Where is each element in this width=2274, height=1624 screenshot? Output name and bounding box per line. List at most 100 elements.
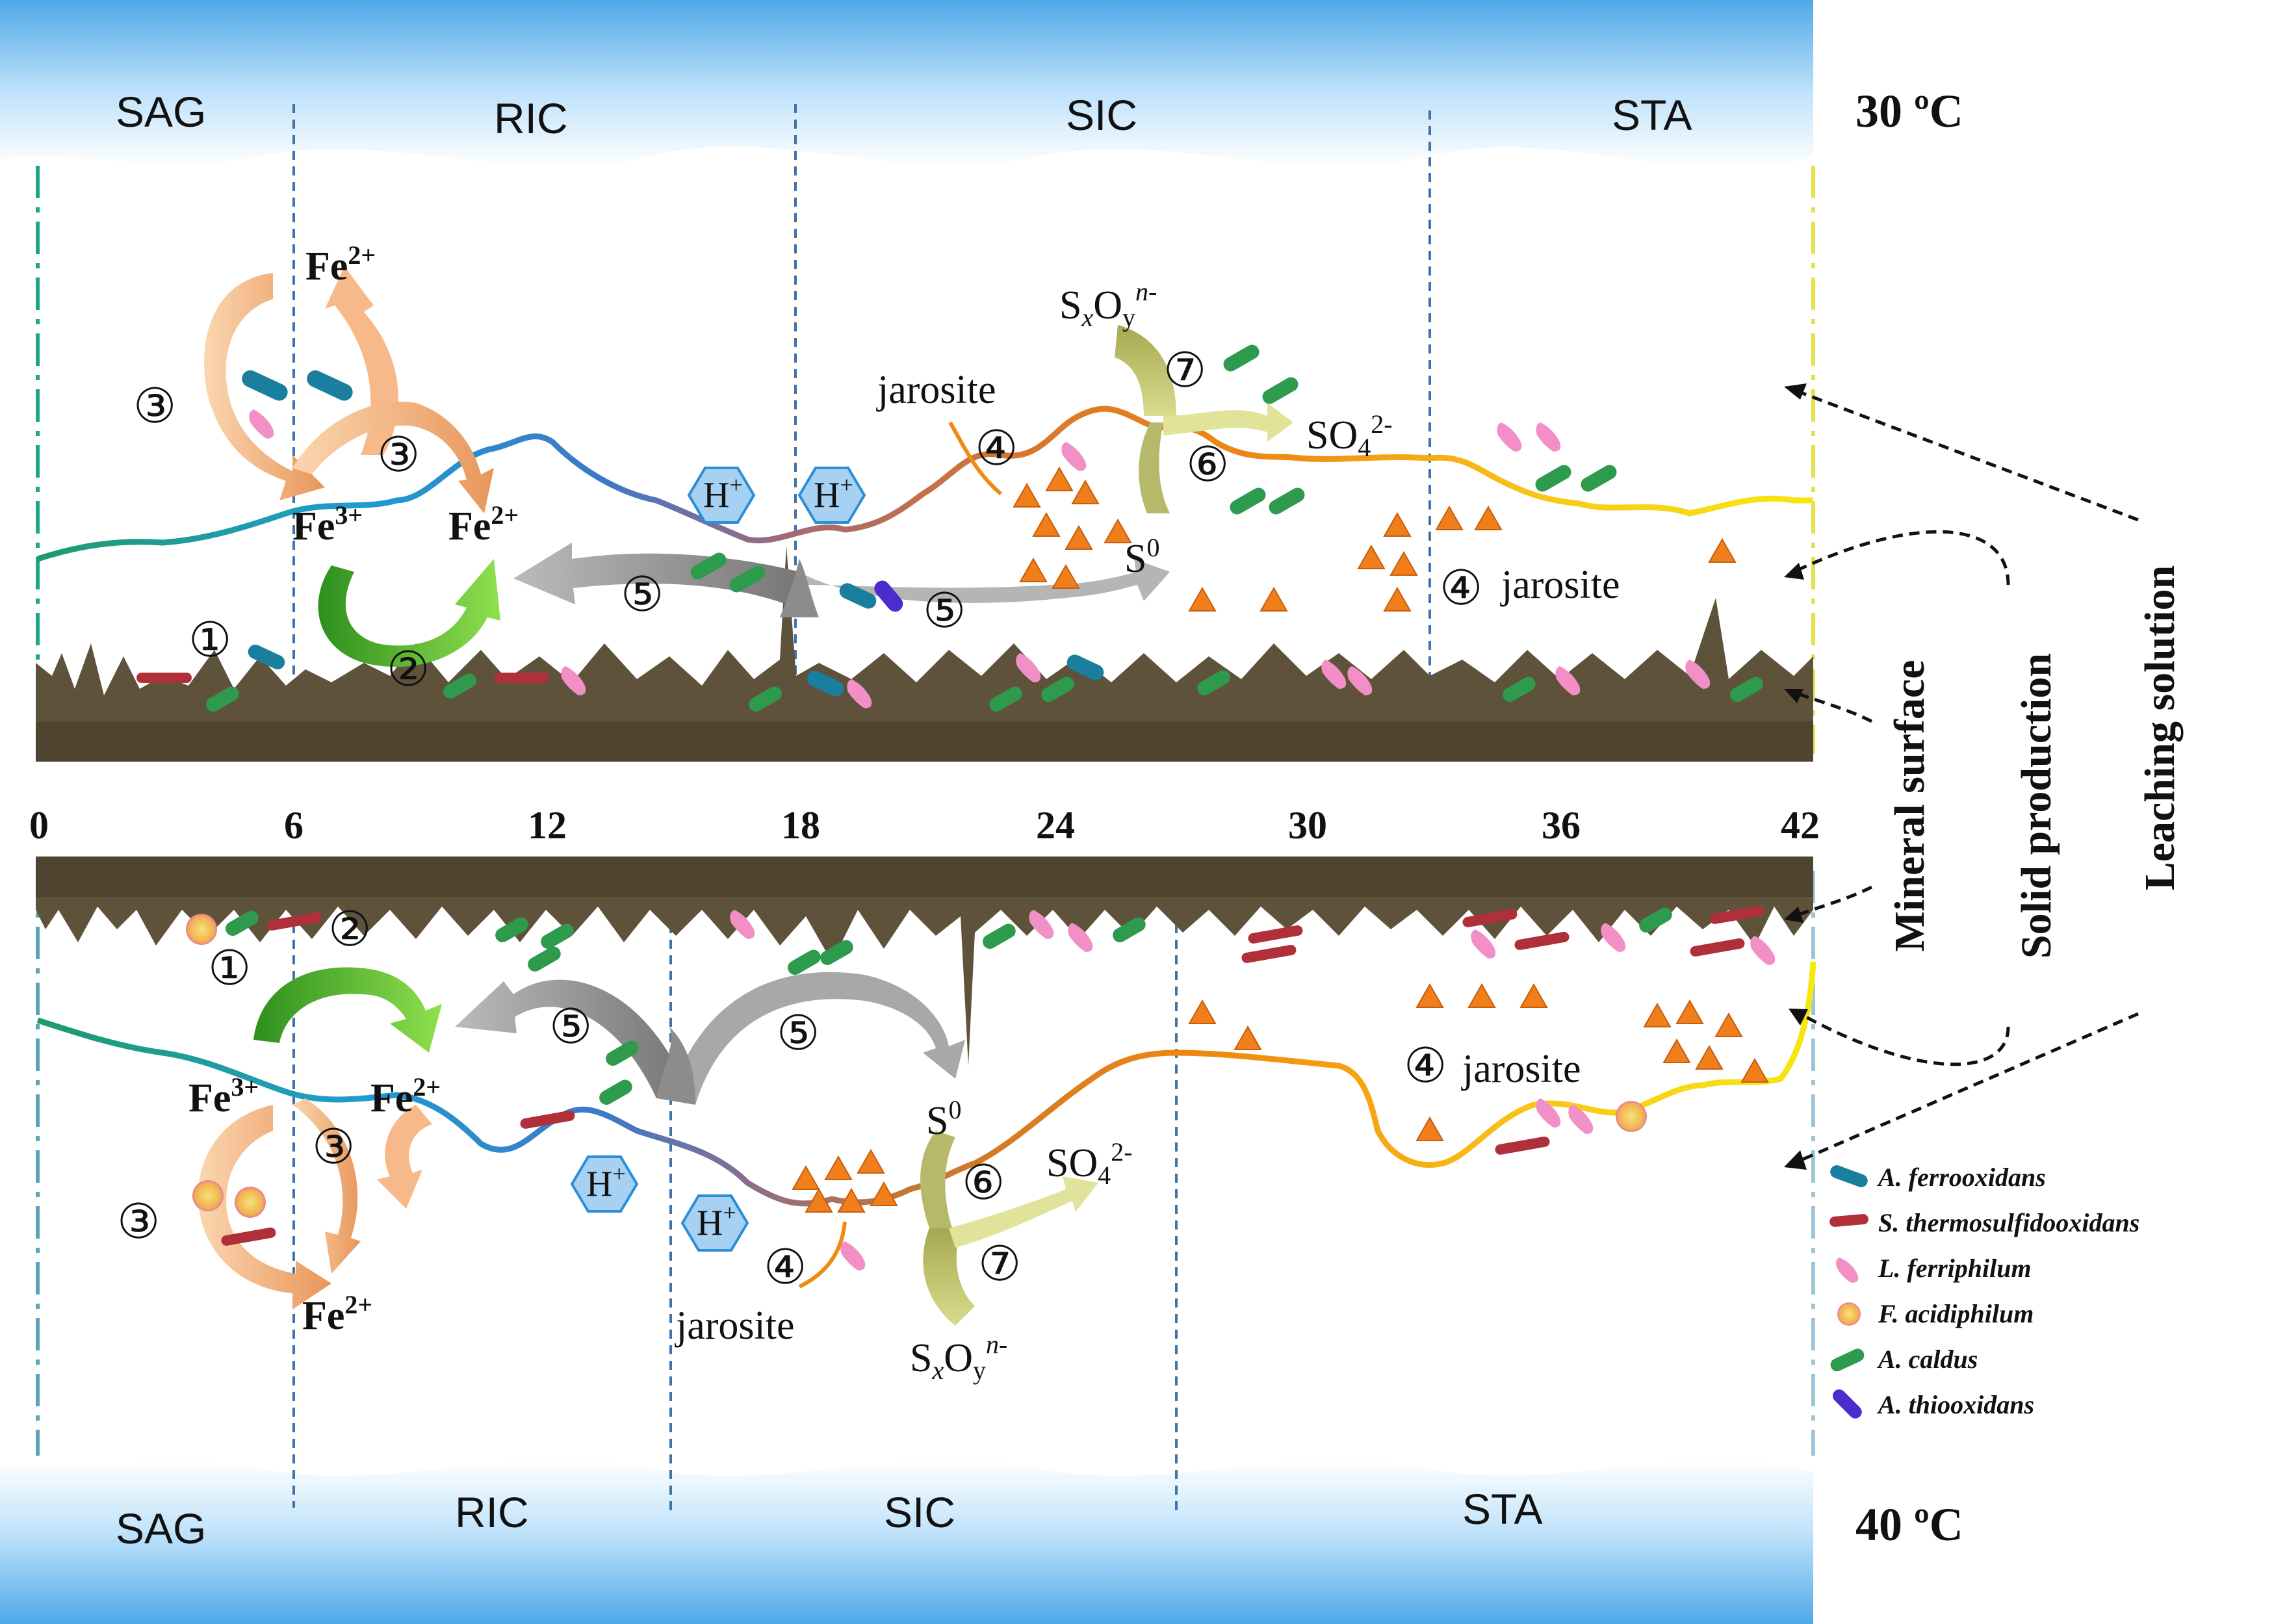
- bottom-fe-oxidation-arrow: [253, 967, 442, 1053]
- bottom-step-1: ①: [208, 942, 251, 996]
- red-rod-icon: [520, 1110, 575, 1129]
- bottom-so4-arrow-out: [949, 1176, 1098, 1248]
- green-rod-icon: [443, 673, 476, 699]
- green-rod-icon: [690, 552, 727, 580]
- top-step-markers: ③ ③ ① ② ⑤ ⑤ ④ ⑦ ⑥ ④: [133, 344, 1482, 697]
- bottom-jarosite-triangles: [792, 983, 1769, 1213]
- green-rod-icon: [983, 923, 1016, 949]
- top-fe-reduction-arrow: [318, 559, 500, 667]
- bottom-fe-cycle-arrow-down: [292, 1098, 361, 1274]
- pink-curved-rod-icon: [847, 679, 872, 708]
- side-label-mineral-surface: Mineral surface: [1886, 660, 1933, 951]
- red-rod-icon: [1241, 944, 1297, 963]
- axis-tick-30: 30: [1288, 804, 1327, 847]
- side-label-leaching-solution: Leaching solution: [2136, 565, 2184, 891]
- purple-rod-icon: [874, 580, 903, 612]
- red-rod-icon: [1514, 931, 1570, 950]
- top-temperature: 30 ºC: [1855, 85, 1963, 137]
- pink-curved-rod-icon: [1061, 442, 1087, 471]
- bottom-labels: Fe3+ Fe2+ Fe2+ H+ H+ S0 SO42- jarosite j…: [188, 1047, 1581, 1385]
- top-fe-cycle-arrow-left: [204, 273, 325, 500]
- side-pointer-arrows: [1792, 388, 2139, 1165]
- green-rod-icon: [206, 686, 239, 712]
- legend-label-0: A. ferrooxidans: [1876, 1163, 2046, 1192]
- top-step-4a: ④: [975, 422, 1018, 476]
- top-proton-hexagons: [687, 467, 866, 524]
- top-h2-label: H+: [814, 472, 853, 515]
- top-zone-sic: SIC: [1066, 91, 1137, 139]
- bottom-fe-cycle-arrow-left: [198, 1105, 331, 1309]
- bottom-bacteria: [186, 905, 1776, 1270]
- purple-rod-icon: [1832, 1389, 1862, 1419]
- pink-curved-rod-icon: [1068, 923, 1093, 952]
- orange-coccus-icon: [1837, 1302, 1861, 1326]
- bottom-sulfur-arrow-left: [455, 979, 682, 1098]
- legend-label-5: A. thiooxidans: [1876, 1390, 2034, 1419]
- bottom-fe2-label-a: Fe2+: [370, 1072, 441, 1120]
- bottom-mineral-base: [36, 857, 1813, 897]
- bottom-step-4b: ④: [1404, 1040, 1447, 1093]
- top-step-1: ①: [188, 614, 231, 667]
- top-jarosite-pointer: [948, 421, 1002, 496]
- green-rod-icon: [820, 940, 853, 965]
- top-step-3a: ③: [133, 380, 176, 433]
- bottom-h1-label: H+: [586, 1161, 626, 1204]
- top-sulfur-arrow-left: [513, 543, 799, 604]
- red-rod-icon: [1248, 925, 1303, 944]
- green-rod-icon: [495, 917, 528, 942]
- pink-curved-rod-icon: [1555, 666, 1581, 695]
- bottom-step-markers: ① ② ③ ③ ⑤ ⑤ ⑥ ⑦ ④ ④: [117, 903, 1447, 1295]
- green-rod-icon: [1581, 465, 1617, 492]
- top-fe3-label: Fe3+: [292, 500, 363, 548]
- axis-tick-6: 6: [284, 804, 304, 847]
- bottom-step-3a: ③: [312, 1121, 355, 1174]
- red-rod-icon: [221, 1227, 276, 1246]
- top-sulfur-oxidation-arrow: [1139, 422, 1170, 513]
- bottom-zone-ric: RIC: [455, 1488, 529, 1536]
- top-zone-sta: STA: [1612, 91, 1692, 139]
- top-so4-label: SO42-: [1306, 409, 1393, 462]
- blue-rod-icon: [839, 583, 877, 609]
- legend-label-3: F. acidiphilum: [1878, 1299, 2034, 1328]
- top-step-5b: ⑤: [923, 585, 966, 638]
- top-step-2: ②: [387, 643, 430, 697]
- top-zone-sag: SAG: [116, 88, 206, 136]
- pink-curved-rod-icon: [1016, 653, 1041, 682]
- axis-tick-18: 18: [781, 804, 820, 847]
- green-rod-icon: [528, 946, 561, 972]
- legend-label-4: A. caldus: [1876, 1345, 1978, 1374]
- bottom-water-band: [0, 1460, 1813, 1624]
- legend: A. ferrooxidans S. thermosulfidooxidans …: [1829, 1163, 2139, 1419]
- bottom-temperature: 40 ºC: [1855, 1499, 1963, 1551]
- green-rod-icon: [1113, 917, 1146, 942]
- bottom-zone-dividers: [292, 877, 1178, 1514]
- blue-rod-icon: [248, 644, 285, 670]
- pink-curved-rod-icon: [1471, 929, 1496, 959]
- pink-curved-rod-icon: [1321, 660, 1347, 689]
- bottom-step-6: ⑥: [962, 1157, 1005, 1210]
- bottom-zone-sag: SAG: [116, 1504, 206, 1553]
- pink-curved-rod-icon: [1568, 1105, 1594, 1134]
- orange-coccus-icon: [1616, 1101, 1647, 1132]
- green-rod-icon: [1230, 487, 1266, 515]
- axis-tick-24: 24: [1036, 804, 1075, 847]
- pink-curved-rod-icon: [1536, 1098, 1561, 1128]
- top-zone-dividers: [292, 104, 1431, 747]
- green-rod-icon: [1223, 344, 1260, 372]
- legend-label-2: L. ferriphilum: [1878, 1254, 2032, 1283]
- top-mineral-surface: [36, 546, 1813, 760]
- bottom-fe3-label: Fe3+: [188, 1072, 259, 1120]
- red-rod-icon: [1829, 1214, 1868, 1227]
- red-rod-icon: [1690, 938, 1745, 957]
- green-rod-icon: [1535, 465, 1571, 492]
- green-rod-icon: [989, 686, 1022, 712]
- pink-curved-rod-icon: [1750, 936, 1776, 965]
- bottom-h2-label: H+: [697, 1200, 736, 1243]
- bottom-zone-sta: STA: [1462, 1485, 1542, 1533]
- bottom-sxoy-label: SxOyn-: [910, 1330, 1007, 1385]
- top-step-3b: ③: [377, 429, 420, 482]
- green-rod-icon: [1503, 677, 1536, 702]
- bottom-fe2-label-b: Fe2+: [302, 1290, 372, 1338]
- green-rod-icon: [729, 565, 766, 593]
